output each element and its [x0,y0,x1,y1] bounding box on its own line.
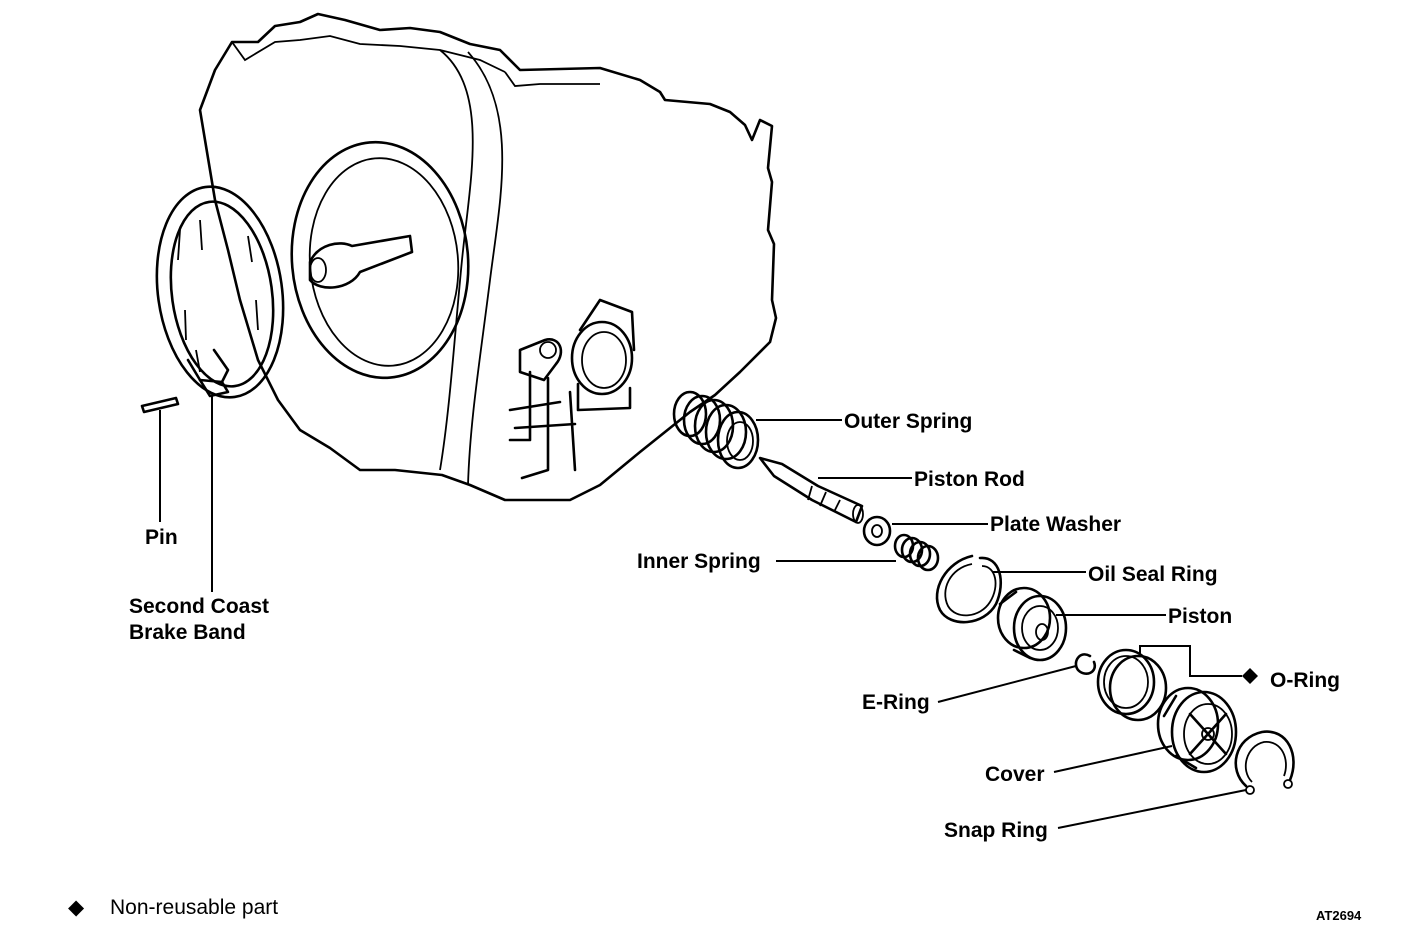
piston-rod-label: Piston Rod [914,468,1025,491]
cover-label: Cover [985,763,1045,786]
plate-washer-drawing [862,515,892,547]
oil-seal-ring-label: Oil Seal Ring [1088,563,1218,586]
piston-rod-drawing [758,456,864,524]
legend-diamond-icon: ◆ [68,896,85,919]
legend-text: Non-reusable part [110,896,278,919]
second-coast-brake-band-drawing [155,185,285,399]
piston-drawing [996,586,1068,662]
pin-drawing [140,396,180,414]
inner-spring-drawing [893,533,940,572]
e-ring-label: E-Ring [862,691,930,714]
plate-washer-label: Plate Washer [990,513,1121,536]
pin-label: Pin [145,526,178,549]
snap-ring-drawing [1234,730,1295,795]
outer-spring-drawing [672,390,760,470]
outer-spring-label: Outer Spring [844,410,972,433]
oil-seal-ring-drawing [935,554,1003,624]
piston-label: Piston [1168,605,1232,628]
figure-code: AT2694 [1316,908,1362,923]
o-ring-label: O-Ring [1270,669,1340,692]
snap-ring-label: Snap Ring [944,819,1048,842]
e-ring-drawing [1074,653,1097,675]
inner-spring-label: Inner Spring [637,550,761,573]
cover-drawing [1156,686,1238,774]
o-ring-nonreusable-diamond-icon [1242,668,1258,684]
second-coast-brake-band-label-line1: Second Coast [129,595,269,618]
second-coast-brake-band-label-line2: Brake Band [129,621,246,644]
transmission-case [198,12,778,502]
o-ring-drawing [1096,648,1168,722]
